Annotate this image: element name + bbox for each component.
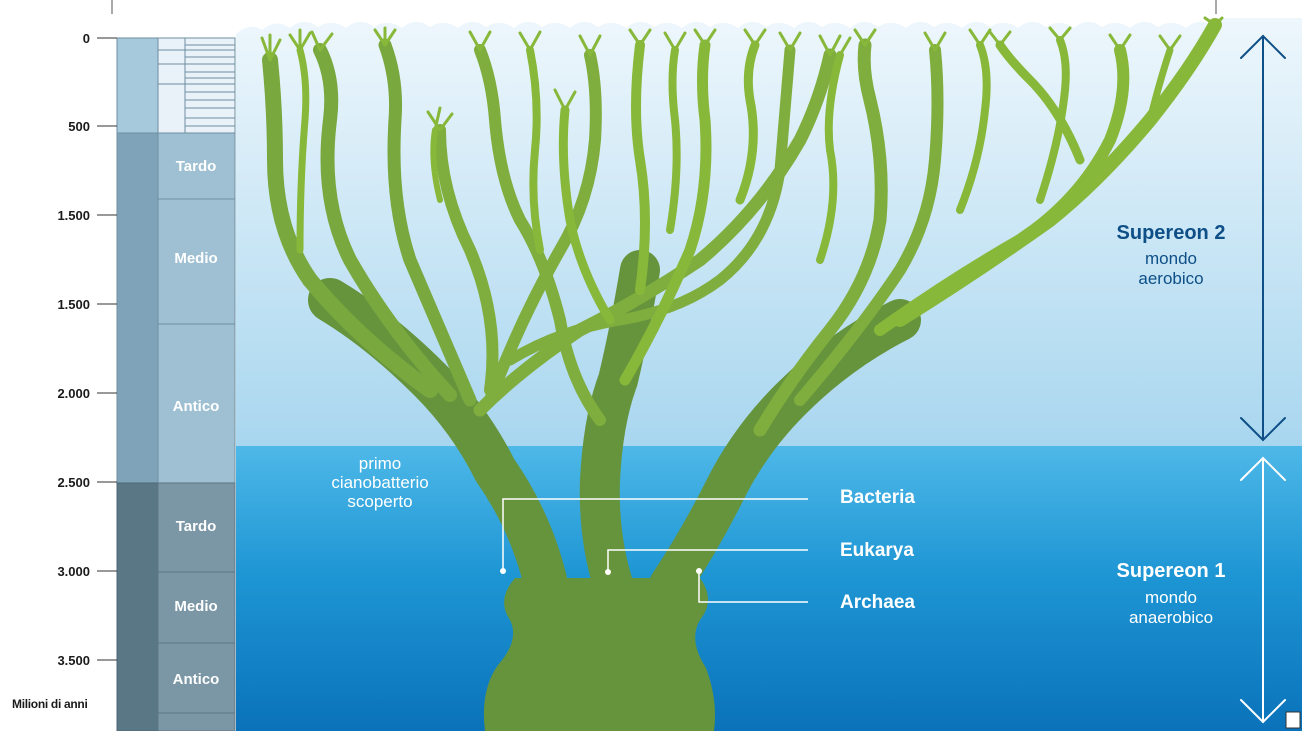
tick-label-2000: 2.000 [10, 386, 90, 401]
era-label-archean-middle: Medio [158, 598, 234, 615]
supereon-1-sub-line-1: mondo [1081, 588, 1261, 608]
unit-label: Milioni di anni [12, 697, 88, 711]
era-block-archean-oldest [158, 713, 235, 731]
supereon-2-sub-line-1: mondo [1081, 249, 1261, 269]
tick-label-1500a: 1.500 [10, 208, 90, 223]
supereon-2-subtitle: mondo aerobico [1081, 249, 1261, 289]
tick-label-3000: 3.000 [10, 564, 90, 579]
supereon-2-title: Supereon 2 [1081, 222, 1261, 245]
era-label-proterozoic-middle: Medio [158, 250, 234, 267]
geologic-column [97, 38, 235, 731]
eon-block-archean [117, 483, 158, 731]
tick-label-0: 0 [10, 31, 90, 46]
supereon-1-subtitle: mondo anaerobico [1081, 588, 1261, 628]
era-label-archean-late: Tardo [158, 518, 234, 535]
archaea-label: Archaea [840, 592, 915, 614]
cyanobacterium-line-1: primo [315, 454, 445, 473]
era-label-archean-early: Antico [158, 671, 234, 688]
bacteria-label: Bacteria [840, 487, 915, 509]
eon-block-proterozoic [117, 133, 158, 483]
tick-label-500: 500 [10, 119, 90, 134]
eukarya-dot [605, 569, 611, 575]
era-label-proterozoic-late: Tardo [158, 158, 234, 175]
eukarya-label: Eukarya [840, 540, 914, 562]
cyanobacterium-line-2: cianobatterio [315, 473, 445, 492]
supereon-2-sub-line-2: aerobico [1081, 269, 1261, 289]
bacteria-dot [500, 568, 506, 574]
tick-label-3500: 3.500 [10, 653, 90, 668]
tick-label-2500: 2.500 [10, 475, 90, 490]
corner-logo [1286, 712, 1300, 728]
era-block-phanerozoic [158, 38, 235, 133]
supereon-1-sub-line-2: anaerobico [1081, 608, 1261, 628]
era-label-proterozoic-early: Antico [158, 398, 234, 415]
tick-label-1500b: 1.500 [10, 297, 90, 312]
eon-block-phanerozoic [117, 38, 158, 133]
archaea-dot [696, 568, 702, 574]
supereon-1-title: Supereon 1 [1081, 560, 1261, 583]
cyanobacterium-line-3: scoperto [315, 492, 445, 511]
cyanobacterium-label: primo cianobatterio scoperto [315, 454, 445, 511]
